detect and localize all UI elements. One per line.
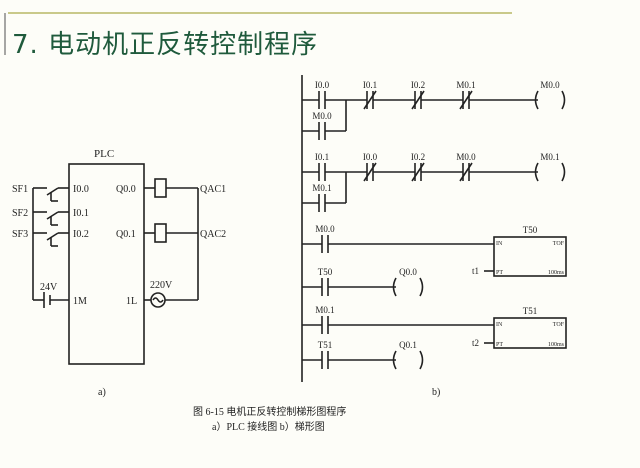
timer-type-label: TOF [553,241,565,247]
timer-pt-label: PT [496,342,503,348]
ac-220v-label: 220V [150,280,173,291]
switch-3 [33,232,69,247]
dc-24v-label: 24V [40,282,58,293]
contact-label: I0.0 [315,80,330,90]
contact-label: M0.1 [312,183,331,193]
contact-label: M0.1 [456,80,475,90]
nc-slash [363,90,377,110]
figure-subcaption: a）PLC 接线图 b）梯形图 [212,420,325,433]
timer-res-label: 100ms [548,270,565,276]
switch-1 [33,187,69,202]
q00-label: Q0.0 [116,184,136,195]
timer-preset-label: t2 [472,338,479,348]
timer-pt-label: PT [496,270,503,276]
figure-caption: 图 6-15 电机正反转控制梯形图程序 [193,405,346,418]
timer-name: T50 [523,225,538,235]
contact-label: T50 [318,267,333,277]
coil-label: M0.1 [540,152,559,162]
plc-wiring-diagram: PLC 24V 1M SF1 SF2 SF3 I0.0 I0.1 I0.2 Q0… [12,148,226,398]
timer-box [493,317,567,349]
coil [561,162,566,182]
timer-name: T51 [523,306,538,316]
coil-qac1 [154,178,167,198]
contact-label: I0.1 [363,80,377,90]
sub-label-a: a) [98,387,106,398]
sf3-label: SF3 [12,229,28,240]
coil [419,350,424,370]
plc-label: PLC [94,148,114,160]
1l-label: 1L [126,296,137,307]
switch-2 [33,211,69,226]
coil [561,90,566,110]
timer-in-label: IN [496,241,503,247]
qac2-label: QAC2 [200,229,226,240]
contact-label: I0.2 [411,80,425,90]
contact-label: I0.0 [363,152,378,162]
contact-label: M0.0 [315,224,335,234]
coil-qac2 [154,223,167,243]
coil [534,162,539,182]
i02-label: I0.2 [73,229,89,240]
timer-preset-label: t1 [472,266,479,276]
coil [534,90,539,110]
timer-box [493,236,567,277]
coil-label: Q0.1 [399,340,417,350]
1m-label: 1M [73,296,87,307]
nc-slash [363,162,377,182]
nc-slash [459,90,473,110]
i01-label: I0.1 [73,208,89,219]
sub-label-b: b) [432,387,440,398]
contact-label: I0.1 [315,152,329,162]
coil [392,277,397,297]
coil-label: M0.0 [540,80,560,90]
sf2-label: SF2 [12,208,28,219]
qac1-label: QAC1 [200,184,226,195]
coil [392,350,397,370]
contact-label: T51 [318,340,333,350]
nc-slash [411,90,425,110]
sf1-label: SF1 [12,184,28,195]
timer-type-label: TOF [553,322,565,328]
timer-in-label: IN [496,322,503,328]
nc-slash [459,162,473,182]
slide-title: 7. 电动机正反转控制程序 [12,30,319,60]
coil-label: Q0.0 [399,267,417,277]
plc-box [68,163,145,365]
contact-label: M0.1 [315,305,334,315]
contact-label: M0.0 [312,111,332,121]
q01-label: Q0.1 [116,229,136,240]
coil [419,277,424,297]
contact-label: I0.2 [411,152,425,162]
nc-slash [411,162,425,182]
contact-label: M0.0 [456,152,476,162]
timer-res-label: 100ms [548,342,565,348]
i00-label: I0.0 [73,184,89,195]
